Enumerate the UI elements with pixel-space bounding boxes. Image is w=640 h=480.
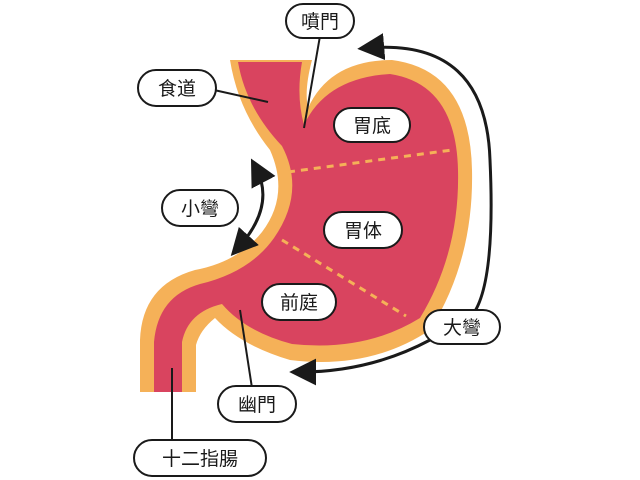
label-body-text: 胃体 xyxy=(344,220,382,242)
label-lesser-curvature: 小彎 xyxy=(161,189,239,227)
label-antrum: 前庭 xyxy=(261,283,337,321)
label-greater-curvature: 大彎 xyxy=(423,309,501,345)
label-esophagus-text: 食道 xyxy=(158,78,196,100)
label-lesser-curvature-text: 小彎 xyxy=(181,198,219,220)
label-body: 胃体 xyxy=(323,211,403,249)
leader-esophagus xyxy=(213,89,269,103)
label-fundus: 胃底 xyxy=(333,107,411,143)
label-greater-curvature-text: 大彎 xyxy=(443,317,481,339)
label-duodenum: 十二指腸 xyxy=(133,439,267,477)
label-duodenum-text: 十二指腸 xyxy=(162,448,238,470)
label-fundus-text: 胃底 xyxy=(353,115,391,137)
label-esophagus: 食道 xyxy=(137,69,217,107)
leader-pylorus xyxy=(239,309,253,389)
lesser-curvature-arrow xyxy=(230,158,276,257)
label-pylorus: 幽門 xyxy=(217,385,297,423)
label-cardia-text: 噴門 xyxy=(301,11,339,33)
greater-curvature-arrow xyxy=(300,47,493,372)
label-antrum-text: 前庭 xyxy=(280,292,318,314)
label-pylorus-text: 幽門 xyxy=(238,394,276,416)
label-cardia: 噴門 xyxy=(285,3,355,39)
